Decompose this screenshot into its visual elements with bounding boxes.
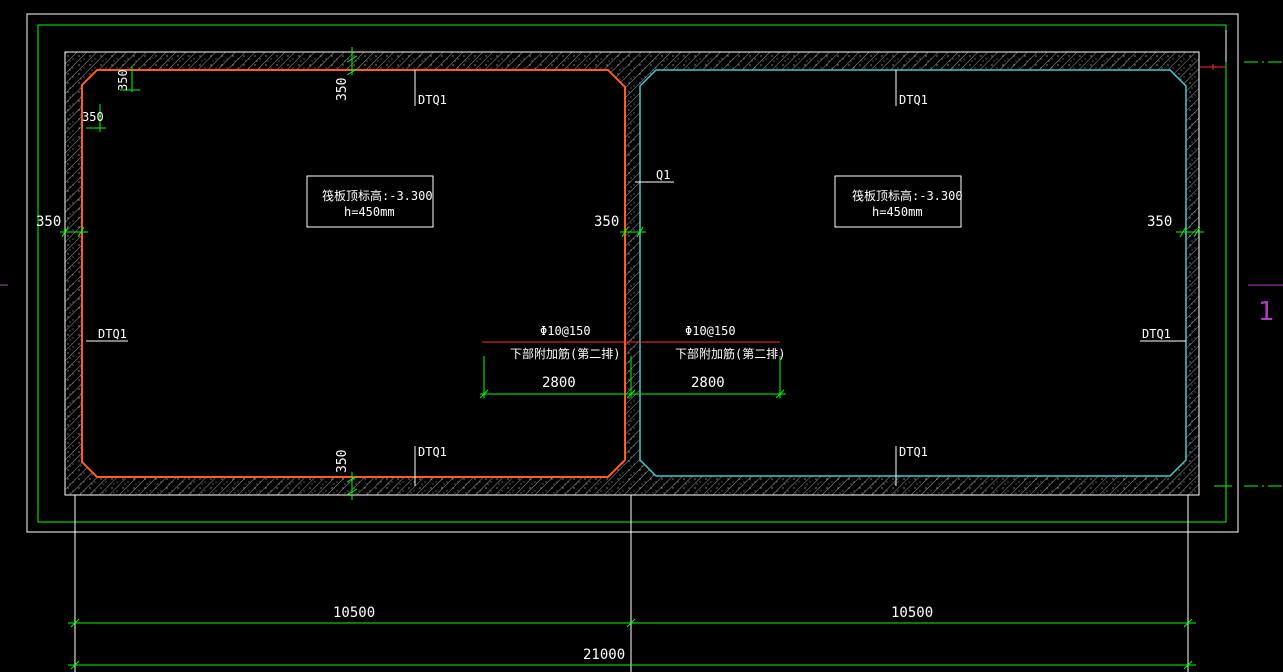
rebar-spec-right: Φ10@150 [685, 324, 736, 338]
wall-thickness-middle: 350 [594, 214, 619, 230]
middle-wall-tag: Q1 [656, 168, 670, 182]
left-wall-tag-top: DTQ1 [418, 93, 447, 107]
raft-slab-outline [37, 24, 1227, 523]
right-slab-note-line1: 筏板顶标高:-3.300 [852, 188, 963, 203]
wall-thickness-left: 350 [36, 214, 61, 230]
axis-lines [1214, 30, 1283, 487]
rebar-length-right: 2800 [691, 375, 725, 391]
rebar-note-left: 下部附加筋(第二排) [510, 346, 620, 361]
wall-thickness-top: 350 [335, 78, 350, 101]
rebar-spec-left: Φ10@150 [540, 324, 591, 338]
left-slab-note-line2: h=450mm [344, 205, 395, 219]
haunch-dim-vertical: 350 [82, 110, 104, 124]
wall-tag-leaders [86, 70, 1186, 486]
right-pool-outline [639, 69, 1187, 477]
rebar-note-right: 下部附加筋(第二排) [675, 346, 785, 361]
haunch-dim-horizontal: 350 [116, 69, 130, 91]
right-wall-tag-side: DTQ1 [1142, 327, 1171, 341]
right-wall-tag-bottom: DTQ1 [899, 445, 928, 459]
total-dim: 21000 [583, 647, 625, 663]
right-slab-note-box [834, 175, 962, 228]
rebar-length-left: 2800 [542, 375, 576, 391]
left-pool-outline [81, 69, 626, 478]
rebar-dim-lines [479, 356, 786, 399]
right-wall-tag-top: DTQ1 [899, 93, 928, 107]
concrete-walls [64, 51, 1200, 496]
span-dim-right: 10500 [891, 605, 933, 621]
span-dim-left: 10500 [333, 605, 375, 621]
left-wall-tag-bottom: DTQ1 [418, 445, 447, 459]
left-slab-note-box [306, 175, 434, 228]
wall-thickness-bottom: 350 [335, 450, 350, 473]
wall-thickness-right: 350 [1147, 214, 1172, 230]
sheet-frame [26, 13, 1239, 533]
thickness-dim-lines [60, 47, 1204, 500]
left-wall-tag-side: DTQ1 [98, 327, 127, 341]
axis-label: 1 [1258, 297, 1275, 327]
right-slab-note-line2: h=450mm [872, 205, 923, 219]
left-slab-note-line1: 筏板顶标高:-3.300 [322, 188, 433, 203]
overall-dim-lines [68, 495, 1196, 672]
